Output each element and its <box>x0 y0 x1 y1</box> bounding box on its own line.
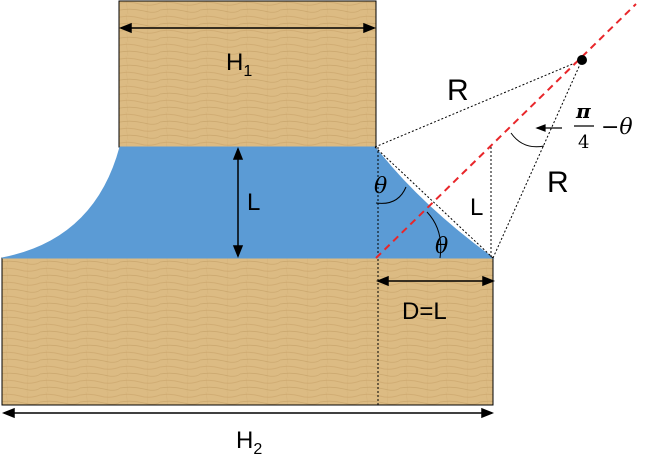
radius-line-top <box>374 59 583 148</box>
h2-label: H2 <box>236 427 262 458</box>
red-diagonal <box>375 3 637 259</box>
upper-block-h1 <box>118 0 377 148</box>
l-right-label: L <box>470 194 483 221</box>
theta-arc-lower <box>426 211 442 259</box>
angle-pointer-arrow <box>535 124 562 132</box>
angle-minus-theta: −θ <box>601 115 633 140</box>
l-dimension-arrow <box>232 146 244 259</box>
r-top-label: R <box>447 74 469 107</box>
theta-upper-label: θ <box>374 174 387 199</box>
h1-dimension-arrow <box>118 22 377 34</box>
chord-line <box>374 146 494 259</box>
r-right-label: R <box>547 166 569 199</box>
liquid-bridge <box>1 146 495 259</box>
l-center-label: L <box>247 189 260 216</box>
h1-label: H1 <box>226 49 252 80</box>
theta-arc-upper <box>375 186 407 204</box>
angle-label: π 4 −θ <box>574 99 633 153</box>
angle-arc-center <box>510 132 545 148</box>
h2-dimension-arrow <box>1 407 495 419</box>
angle-denominator: 4 <box>578 132 589 153</box>
theta-lower-label: θ <box>435 234 448 259</box>
lower-block-h2 <box>1 257 494 406</box>
center-point <box>577 55 587 65</box>
d-dimension-arrow <box>375 275 496 287</box>
radius-line-right <box>492 59 583 259</box>
d-label: D=L <box>402 298 447 325</box>
angle-numerator: π <box>575 99 591 123</box>
